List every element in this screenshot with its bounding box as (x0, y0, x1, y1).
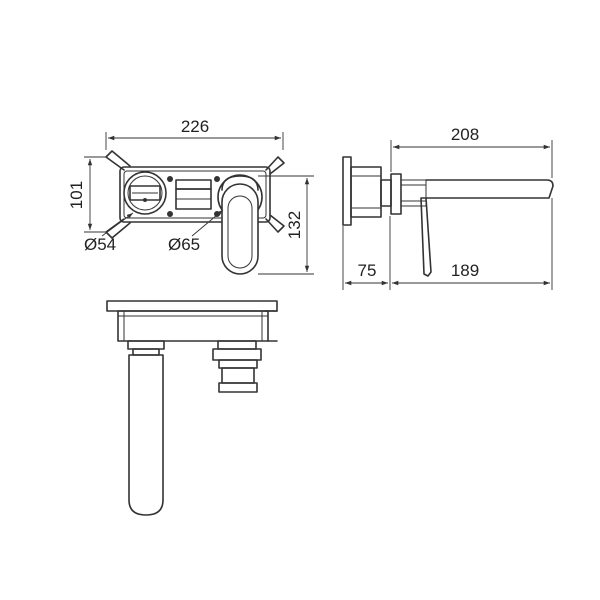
dim-label-189: 189 (451, 261, 479, 280)
dim-wall-depth: 75 (342, 216, 391, 290)
side-escutcheon (390, 173, 402, 215)
side-escutcheon-neck (400, 179, 427, 207)
rough-in-fitting-right (212, 340, 262, 393)
dim-label-132: 132 (285, 211, 304, 239)
dim-label-75: 75 (358, 261, 377, 280)
rough-in-housing (117, 310, 269, 342)
dim-left-diameter: Ø54 (84, 212, 134, 254)
handle-lever (217, 174, 263, 275)
rough-in-pipe-left (127, 340, 165, 516)
dim-label-208: 208 (451, 125, 479, 144)
dim-spout-length: 208 (390, 125, 553, 178)
rough-in-top-flange (106, 300, 278, 312)
dim-top-height: 101 (67, 156, 106, 233)
side-view: 208 75 189 (342, 125, 554, 290)
side-body (350, 166, 382, 218)
dim-label-54: Ø54 (84, 235, 116, 254)
center-cartridge (167, 176, 220, 217)
side-lever (420, 197, 432, 277)
dim-label-101: 101 (67, 181, 86, 209)
front-back-plate (119, 166, 271, 223)
mounting-ears (105, 150, 285, 239)
left-valve-knob (123, 171, 167, 215)
dim-top-width: 226 (105, 117, 284, 150)
dim-label-65: Ø65 (168, 235, 200, 254)
dim-label-226: 226 (181, 117, 209, 136)
side-spout (425, 179, 554, 199)
dim-right-diameter: Ø65 (168, 209, 224, 254)
front-view: 226 101 Ø54 Ø65 132 (67, 117, 314, 275)
rough-in-view (106, 300, 278, 516)
side-collar (380, 179, 392, 207)
dim-reach: 189 (392, 198, 553, 290)
side-wall-flange (342, 156, 352, 226)
dim-handle-height: 132 (258, 175, 314, 275)
